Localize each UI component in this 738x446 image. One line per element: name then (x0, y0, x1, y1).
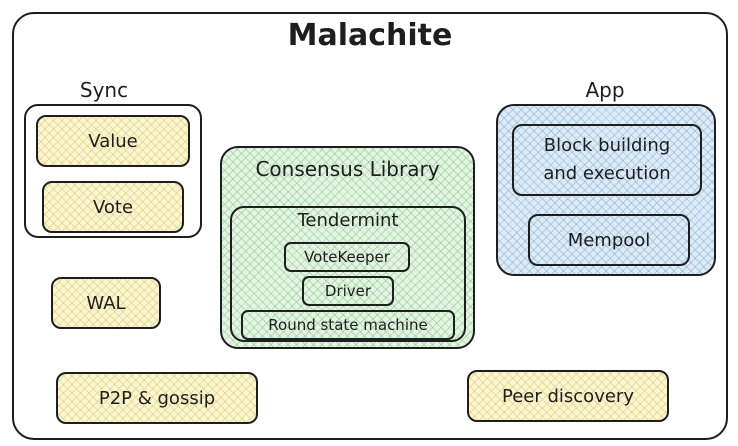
tendermint-label: Tendermint (297, 210, 399, 231)
malachite-container (12, 12, 728, 440)
round-state-machine-box: Round state machine (241, 310, 455, 340)
app-group (496, 104, 716, 276)
block-building-label: Block building and execution (543, 135, 671, 184)
sync-group (24, 104, 202, 238)
votekeeper-box: VoteKeeper (284, 242, 410, 272)
sync-value-box: Value (36, 115, 190, 167)
mempool-box: Mempool (528, 214, 690, 266)
consensus-library-label: Consensus Library (255, 157, 440, 181)
diagram-title: Malachite (287, 18, 453, 53)
sync-vote-box: Vote (42, 181, 184, 233)
sync-label: Sync (79, 78, 129, 102)
consensus-library-box (220, 146, 475, 349)
wal-box: WAL (51, 277, 161, 329)
driver-box: Driver (302, 276, 394, 306)
tendermint-box (230, 206, 466, 342)
block-building-box: Block building and execution (512, 124, 702, 196)
p2p-gossip-box: P2P & gossip (56, 372, 258, 424)
app-label: App (585, 78, 625, 102)
peer-discovery-box: Peer discovery (467, 370, 669, 422)
